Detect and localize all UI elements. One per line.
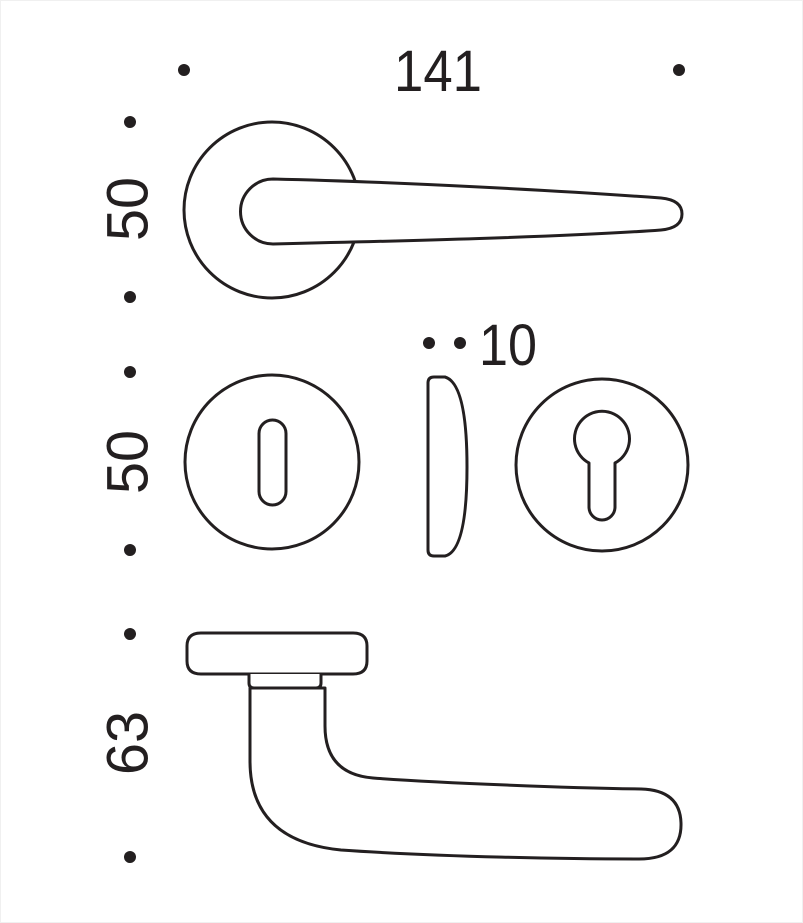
dimension-marker-dots xyxy=(124,64,685,863)
euro-escutcheon-front-view xyxy=(514,377,690,553)
marker-dot xyxy=(124,628,136,640)
rose-profile-outline xyxy=(426,375,469,558)
keyhole-rose-front-view xyxy=(183,373,361,551)
neck-collar xyxy=(247,672,323,690)
marker-dot xyxy=(673,64,685,76)
marker-dot xyxy=(124,366,136,378)
euro-cylinder-hole xyxy=(573,409,631,522)
keyhole-slot xyxy=(257,418,288,507)
marker-dot xyxy=(124,291,136,303)
lever-outline-top xyxy=(239,177,684,246)
marker-dot xyxy=(124,116,136,128)
marker-dot xyxy=(454,337,466,349)
dimension-label-rose-thickness: 10 xyxy=(479,313,537,378)
dimension-label-rose-diameter-top: 50 xyxy=(96,177,161,241)
dimension-label-handle-height: 63 xyxy=(96,711,161,775)
marker-dot xyxy=(124,851,136,863)
handle-side-view xyxy=(185,631,683,861)
rose-side-outline xyxy=(185,631,369,676)
marker-dot xyxy=(124,544,136,556)
dimension-label-overall-length: 141 xyxy=(394,39,482,104)
dimension-label-rose-diameter-front: 50 xyxy=(96,430,161,494)
marker-dot xyxy=(178,64,190,76)
lever-side-outline xyxy=(248,686,683,861)
handle-top-view xyxy=(182,120,684,300)
rose-side-profile xyxy=(426,375,469,558)
marker-dot xyxy=(423,337,435,349)
